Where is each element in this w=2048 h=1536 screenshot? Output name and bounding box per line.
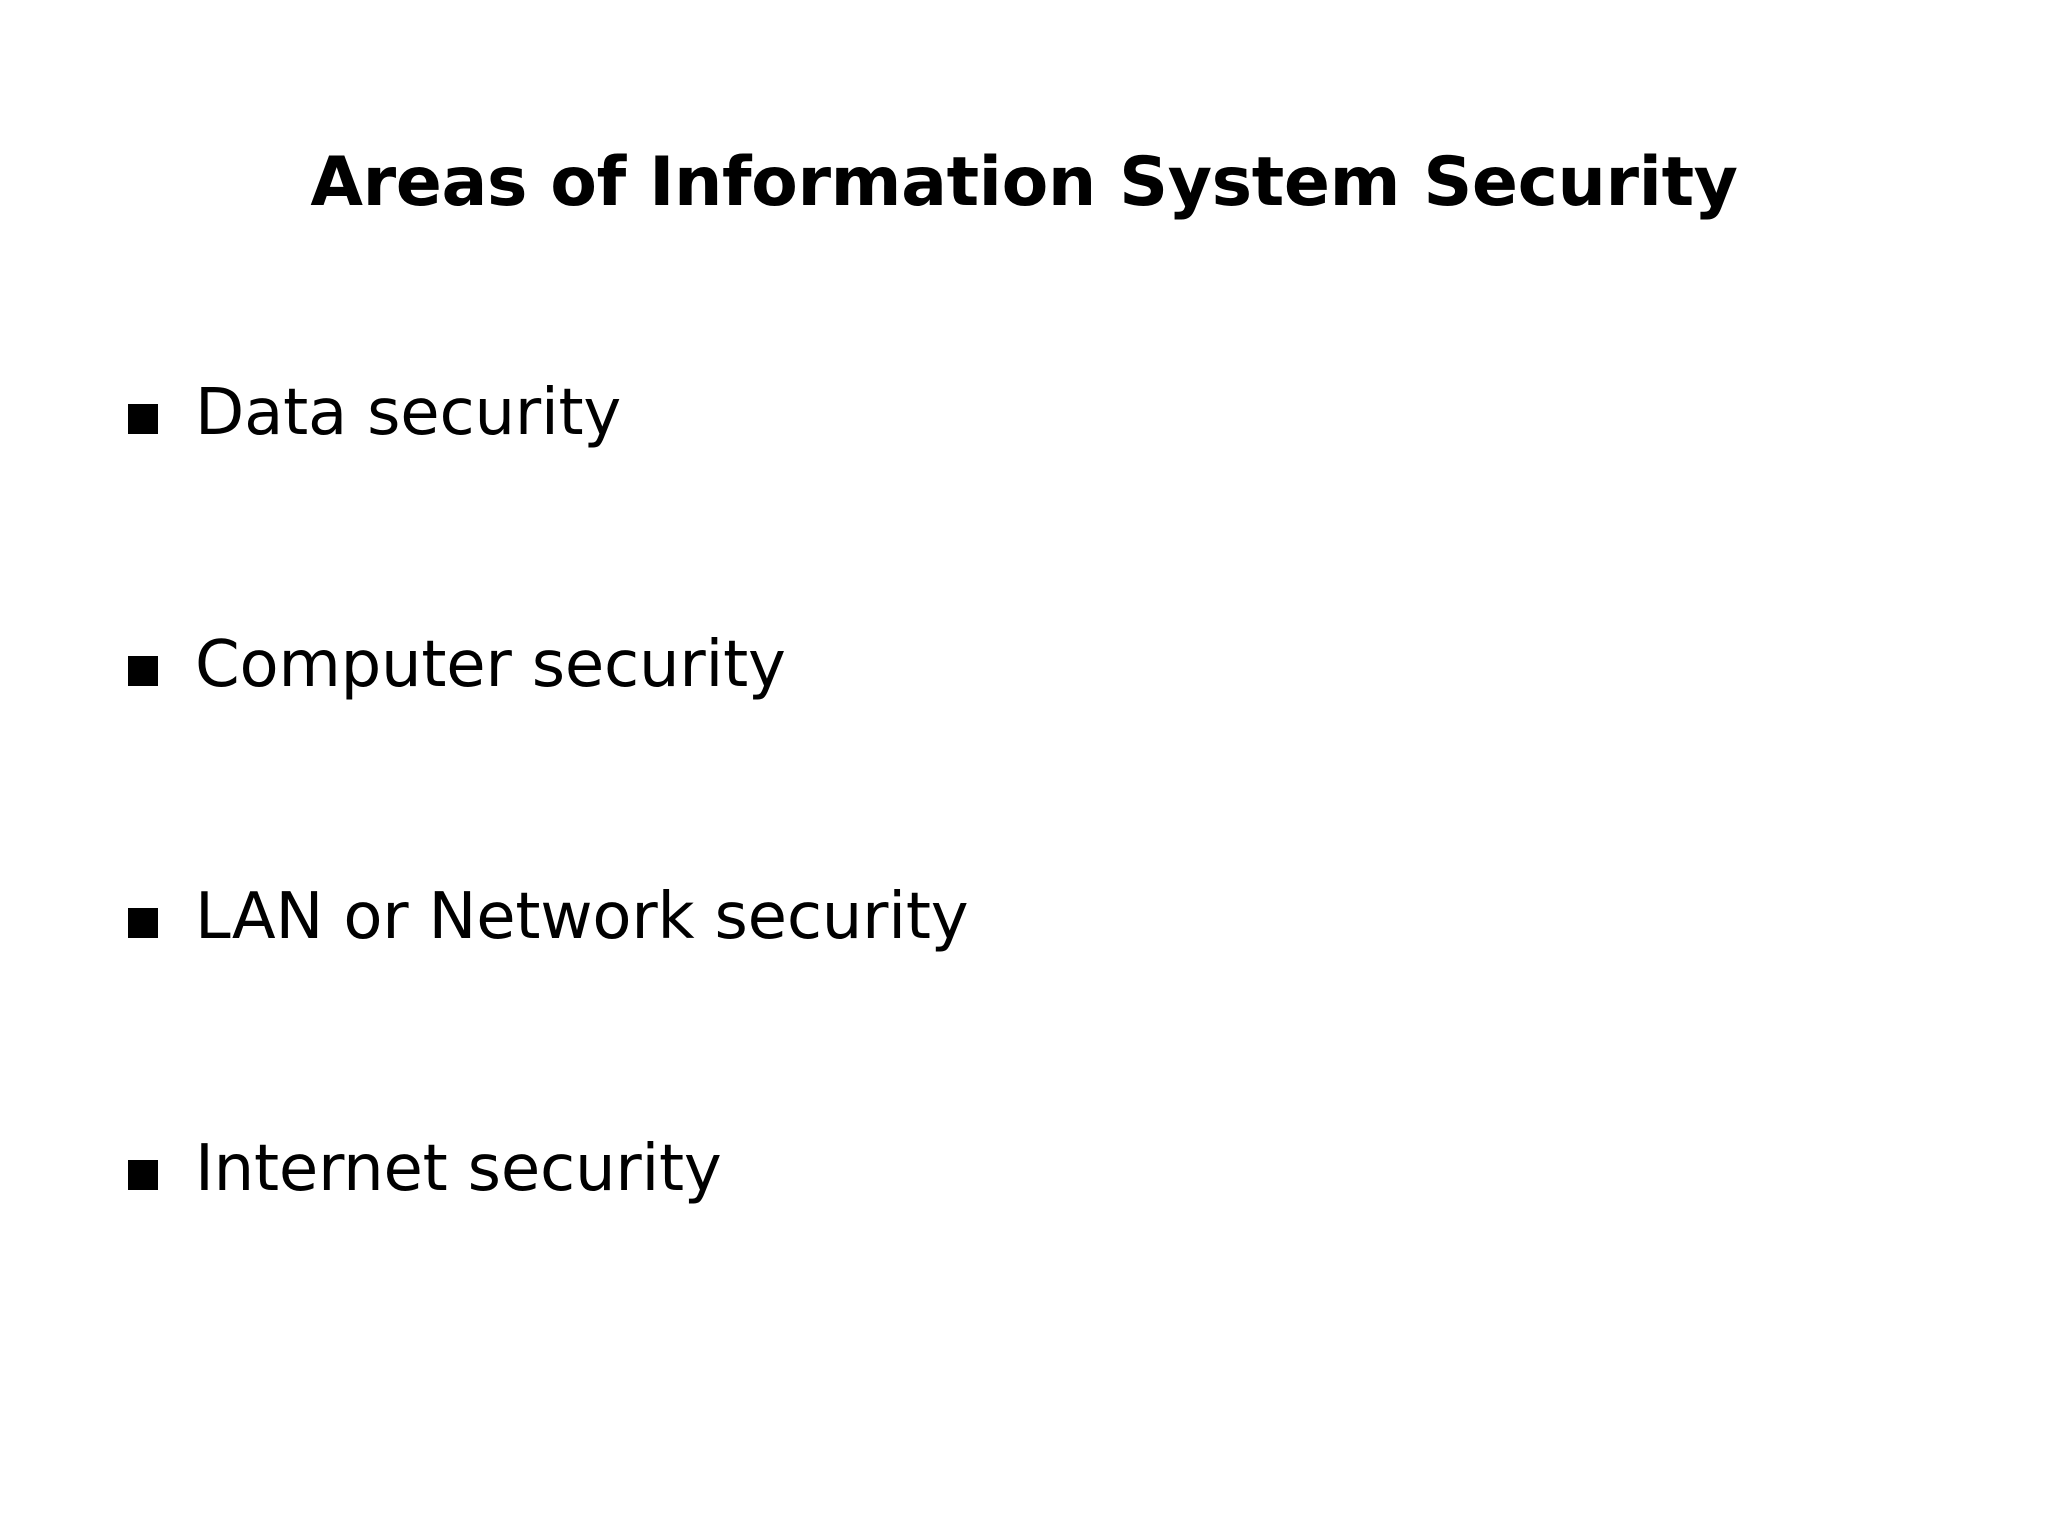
square-bullet-icon xyxy=(128,1160,158,1190)
square-bullet-icon xyxy=(128,404,158,434)
bullet-item-label: Internet security xyxy=(195,1132,722,1206)
list-item: LAN or Network security xyxy=(128,880,1928,962)
bullet-item-label: Data security xyxy=(195,376,622,450)
bullet-item-label: LAN or Network security xyxy=(195,880,969,954)
square-bullet-icon xyxy=(128,908,158,938)
list-item: Data security xyxy=(128,376,1928,458)
list-item: Internet security xyxy=(128,1132,1928,1214)
bullet-list: Data security Computer security LAN or N… xyxy=(128,376,1928,1214)
bullet-item-label: Computer security xyxy=(195,628,786,702)
list-item: Computer security xyxy=(128,628,1928,710)
square-bullet-icon xyxy=(128,656,158,686)
slide-title: Areas of Information System Security xyxy=(310,142,1738,222)
